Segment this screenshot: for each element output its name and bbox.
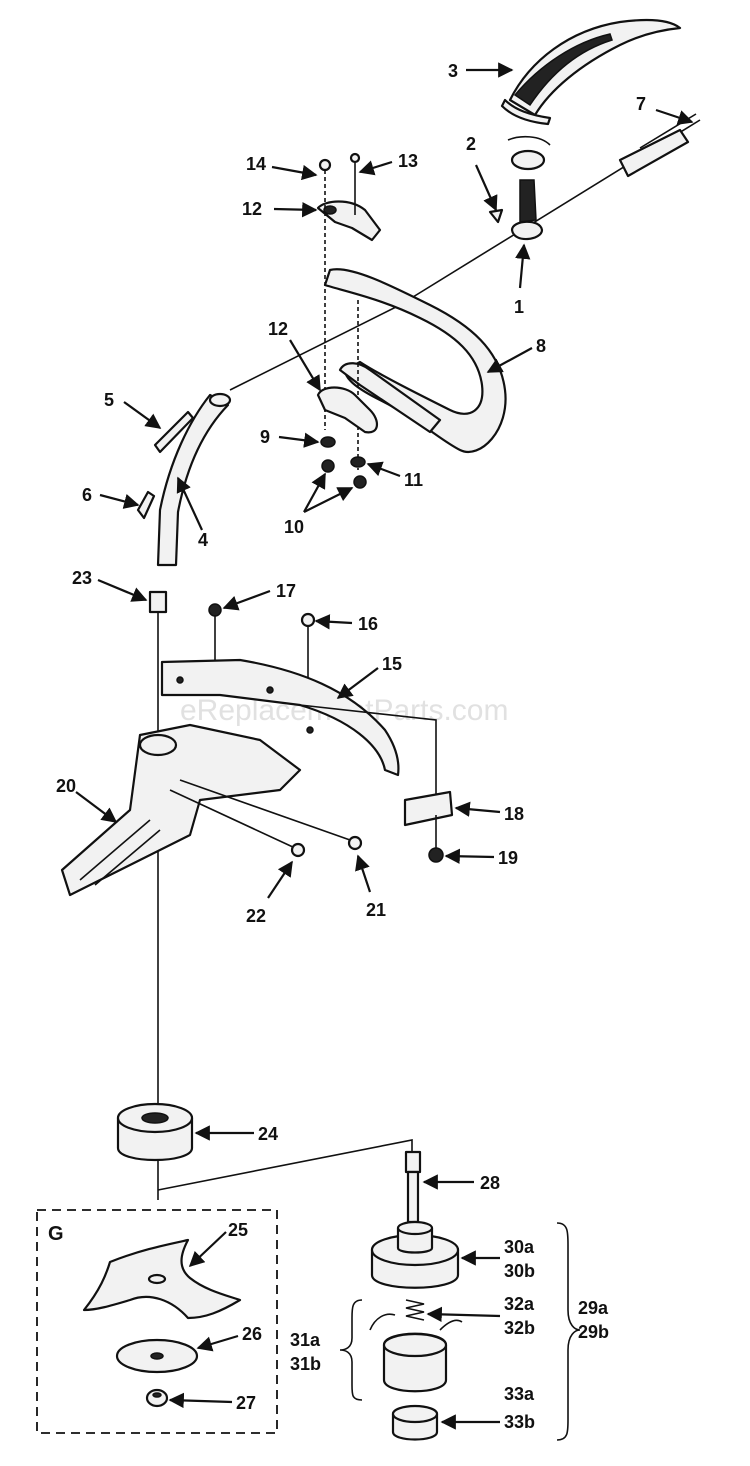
callout-28: 28 [480, 1173, 500, 1193]
brace-31 [339, 1299, 363, 1401]
callout-17: 17 [276, 581, 296, 601]
callout-19: 19 [498, 848, 518, 868]
callout-27: 27 [236, 1393, 256, 1413]
callout-29a: 29a [578, 1298, 609, 1318]
callout-31b: 31b [290, 1354, 321, 1374]
callout-3: 3 [448, 61, 458, 81]
part-6-clip [136, 490, 156, 520]
part-2-screw [488, 208, 504, 224]
brace-29 [556, 1222, 581, 1441]
callout-32a: 32a [504, 1294, 535, 1314]
callout-9: 9 [260, 427, 270, 447]
callout-16: 16 [358, 614, 378, 634]
callout-26: 26 [242, 1324, 262, 1344]
part-11-washer [350, 456, 366, 468]
part-10-nuts [321, 459, 367, 489]
callout-20: 20 [56, 776, 76, 796]
callout-12-lower: 12 [268, 319, 288, 339]
callout-14: 14 [246, 154, 266, 174]
callout-30a: 30a [504, 1237, 535, 1257]
part-20-bracket [60, 723, 302, 897]
callout-labels: 1 2 3 4 5 6 7 8 9 10 11 12 12 13 14 15 1… [56, 61, 646, 1432]
part-33-knob [391, 1404, 439, 1441]
callout-4: 4 [198, 530, 208, 550]
callout-15: 15 [382, 654, 402, 674]
part-25-blade [82, 1238, 242, 1320]
part-28-bolt [404, 1150, 422, 1224]
part-32-spring [405, 1299, 425, 1321]
callout-12-upper: 12 [242, 199, 262, 219]
part-27-nut [145, 1388, 169, 1408]
callout-6: 6 [82, 485, 92, 505]
part-9-washer [320, 436, 336, 448]
callout-25: 25 [228, 1220, 248, 1240]
part-21-rod [179, 779, 363, 851]
part-12-lower-clamp [316, 386, 378, 434]
connector-line-28 [157, 1139, 413, 1191]
part-7-shaft [229, 113, 701, 391]
part-4-curved-shaft [156, 392, 232, 567]
callout-1: 1 [514, 297, 524, 317]
part-13-bolt [349, 152, 361, 470]
callout-29b: 29b [578, 1322, 609, 1342]
part-31-spool [369, 1313, 463, 1393]
part-19-nut [428, 847, 444, 863]
callout-30b: 30b [504, 1261, 535, 1281]
callout-32b: 32b [504, 1318, 535, 1338]
callout-13: 13 [398, 151, 418, 171]
group-label: G [48, 1223, 64, 1245]
callout-31a: 31a [290, 1330, 321, 1350]
part-5-clip [153, 410, 195, 454]
callout-33a: 33a [504, 1384, 535, 1404]
part-18-bracket [299, 704, 454, 848]
callout-2: 2 [466, 134, 476, 154]
callout-8: 8 [536, 336, 546, 356]
part-30-housing [370, 1220, 460, 1289]
part-12-upper-clamp [316, 200, 382, 242]
part-22-rod [169, 789, 306, 858]
callout-23: 23 [72, 568, 92, 588]
callout-21: 21 [366, 900, 386, 920]
callout-10: 10 [284, 517, 304, 537]
leader-arrows [75, 62, 694, 1430]
part-24-bumper [116, 1102, 194, 1162]
group-g-box: G [36, 1209, 278, 1434]
callout-24: 24 [258, 1124, 278, 1144]
part-17-screw [208, 603, 222, 660]
callout-33b: 33b [504, 1412, 535, 1432]
part-3-strap [500, 18, 682, 126]
callout-5: 5 [104, 390, 114, 410]
part-1-clamp [507, 135, 551, 241]
callout-7: 7 [636, 94, 646, 114]
callout-22: 22 [246, 906, 266, 926]
callout-18: 18 [504, 804, 524, 824]
part-26-cup-washer [115, 1338, 199, 1374]
callout-11: 11 [404, 470, 423, 490]
part-8-loop-handle [323, 268, 507, 453]
part-14-bolt [318, 158, 332, 430]
part-15-shield [160, 658, 400, 777]
